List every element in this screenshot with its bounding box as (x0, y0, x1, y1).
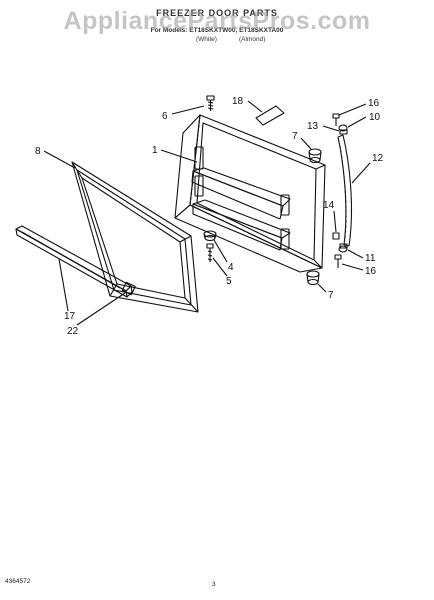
variant-white: (White) (196, 36, 217, 43)
callout-18: 18 (232, 96, 244, 107)
door-liner-part (174, 114, 326, 273)
screw-part-top (206, 95, 215, 111)
label-part (255, 105, 285, 126)
screw-part-bottom (206, 243, 214, 262)
model-numbers: For Models: ET18SKXTW00, ET18SKXTA00 (150, 27, 284, 34)
trim-end-cap-part (121, 281, 136, 296)
plug-part-bottom (306, 270, 320, 286)
shoulder-washer-part (203, 230, 217, 242)
callout-7-bottom: 7 (328, 290, 334, 301)
door-trim-strip-part (15, 225, 133, 298)
handle-spacer-part-top (338, 124, 348, 135)
door-gasket-part (71, 161, 199, 313)
callout-16-bottom: 16 (365, 266, 377, 277)
plug-part-top (308, 148, 322, 164)
watermark: AppliancePartsPros.com (63, 7, 371, 35)
handle-screw-part-bottom (334, 254, 342, 268)
door-handle-part (337, 134, 353, 247)
diagram-title: FREEZER DOOR PARTS (156, 8, 278, 18)
callout-13: 13 (307, 121, 319, 132)
callout-16-top: 16 (368, 98, 380, 109)
callout-5: 5 (226, 276, 232, 287)
handle-screw-part-top (332, 113, 340, 126)
callout-1: 1 (152, 145, 158, 156)
document-number: 4364572 (5, 578, 31, 585)
page-number: 3 (212, 581, 216, 588)
callout-8: 8 (35, 146, 41, 157)
variant-almond: (Almond) (239, 36, 266, 43)
callout-4: 4 (228, 262, 234, 273)
callout-7-top: 7 (292, 131, 298, 142)
callout-11: 11 (365, 253, 376, 264)
callout-12: 12 (372, 153, 384, 164)
handle-spacer-part-bottom (332, 232, 348, 253)
callout-10: 10 (369, 112, 381, 123)
callout-6: 6 (162, 111, 168, 122)
callout-14: 14 (323, 200, 335, 211)
callout-22: 22 (67, 326, 79, 337)
callout-17: 17 (64, 311, 76, 322)
